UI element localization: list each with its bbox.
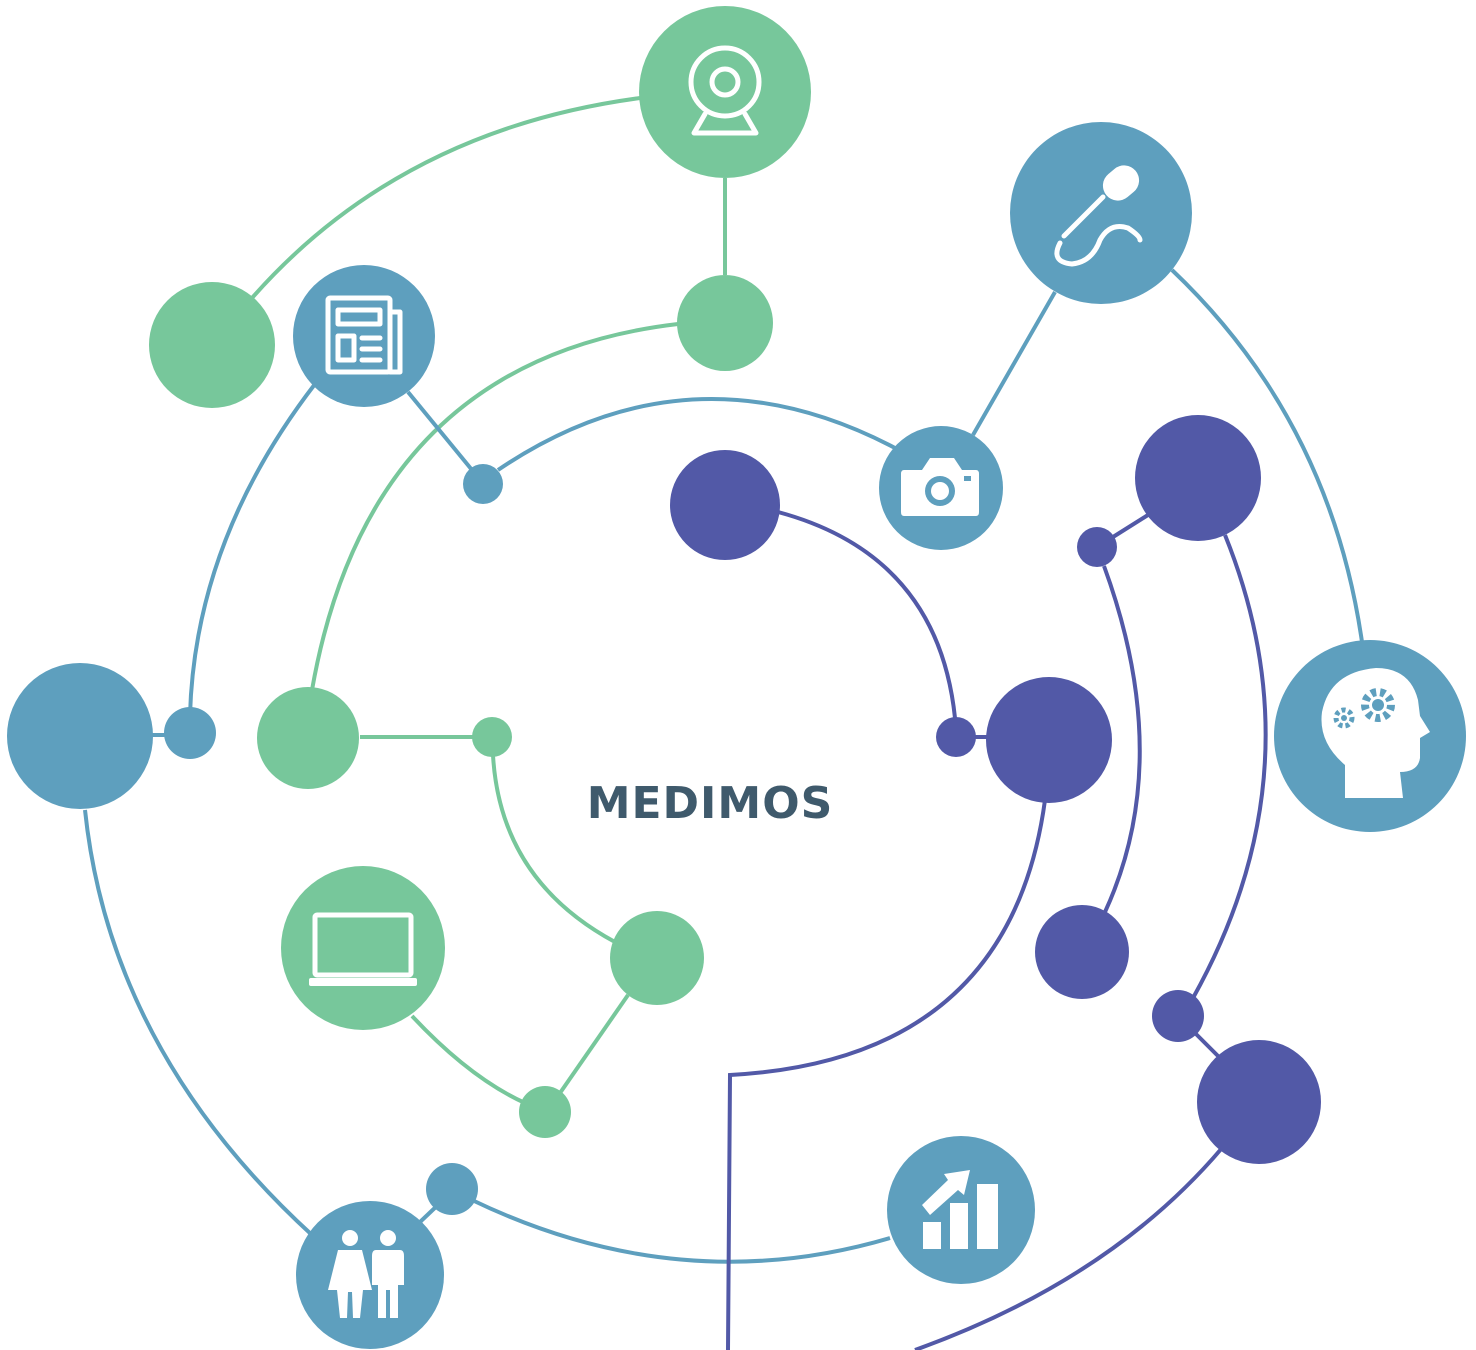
laptop-node: [281, 866, 445, 1030]
newspaper-icon: [325, 295, 403, 375]
green-node-bottom: [519, 1086, 571, 1138]
green-node-left: [257, 687, 359, 789]
center-title: MEDIMOS: [586, 778, 834, 829]
purple-node-small-mid: [936, 717, 976, 757]
purple-node-small-right: [1077, 527, 1117, 567]
purple-node-lower: [1035, 905, 1129, 999]
blue-node-small-top: [463, 464, 503, 504]
green-node-upper: [677, 275, 773, 371]
blue-node-large-left: [7, 663, 153, 809]
blue-node-small-bottom: [426, 1163, 478, 1215]
green-node-small: [472, 717, 512, 757]
blue-connectors: [83, 268, 1364, 1264]
laptop-icon: [309, 912, 417, 986]
purple-node-mid: [986, 677, 1112, 803]
chart-growth-icon: [922, 1170, 998, 1249]
green-node-lower: [610, 911, 704, 1005]
purple-node-top: [670, 450, 780, 560]
webcam-icon: [688, 45, 762, 136]
purple-node-right-top: [1135, 415, 1261, 541]
webcam-node: [639, 6, 811, 178]
people-node: [296, 1201, 444, 1349]
camera-icon: [901, 458, 979, 516]
purple-connectors: [726, 510, 1268, 1350]
microphone-icon: [1054, 165, 1143, 267]
green-node-large: [149, 282, 275, 408]
head-gears-icon: [1321, 668, 1430, 798]
microphone-node: [1010, 122, 1192, 304]
green-connectors: [250, 96, 727, 1105]
blue-node-small-left: [164, 707, 216, 759]
purple-node-bottom: [1197, 1040, 1321, 1164]
purple-node-small-lower: [1152, 990, 1204, 1042]
people-icon: [328, 1230, 404, 1318]
